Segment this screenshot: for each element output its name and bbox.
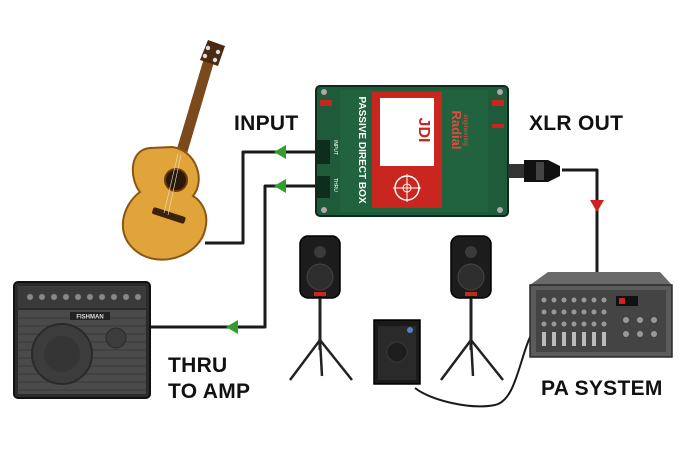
xlr-out-label: XLR OUT [529, 112, 624, 135]
pa-arrow-icon [590, 200, 604, 212]
input-arrow-icon [274, 145, 286, 159]
pa-sub-cable [414, 321, 541, 408]
di-brand: Radial [449, 110, 464, 149]
di-model-logo: JDI [415, 118, 432, 143]
di-sub-brand: engineering [462, 114, 468, 145]
di-model-name: PASSIVE DIRECT BOX [356, 96, 367, 203]
to-amp-label: TO AMP [168, 380, 251, 403]
pa-system-label: PA SYSTEM [541, 377, 663, 400]
speaker-left-icon [289, 235, 353, 381]
di-thru-jack-label: THRU [332, 178, 338, 192]
di-input-jack-label: INPUT [332, 140, 338, 155]
thru-label: THRU [168, 354, 228, 377]
xlr-pa-cable [562, 168, 599, 275]
amp-arrow-icon [226, 320, 238, 334]
amp-brand: FISHMAN [76, 315, 103, 321]
thru-amp-cable [150, 184, 322, 329]
acoustic-guitar-icon [122, 40, 225, 261]
subwoofer-icon [373, 319, 421, 385]
pa-mixer-icon [529, 272, 673, 358]
speaker-right-icon [440, 235, 504, 381]
di-box-icon: JDI PASSIVE DIRECT BOX Radial engineerin… [315, 85, 560, 217]
thru-arrow-icon [274, 179, 286, 193]
input-label: INPUT [234, 112, 299, 135]
acoustic-amp-icon: FISHMAN [13, 281, 151, 399]
